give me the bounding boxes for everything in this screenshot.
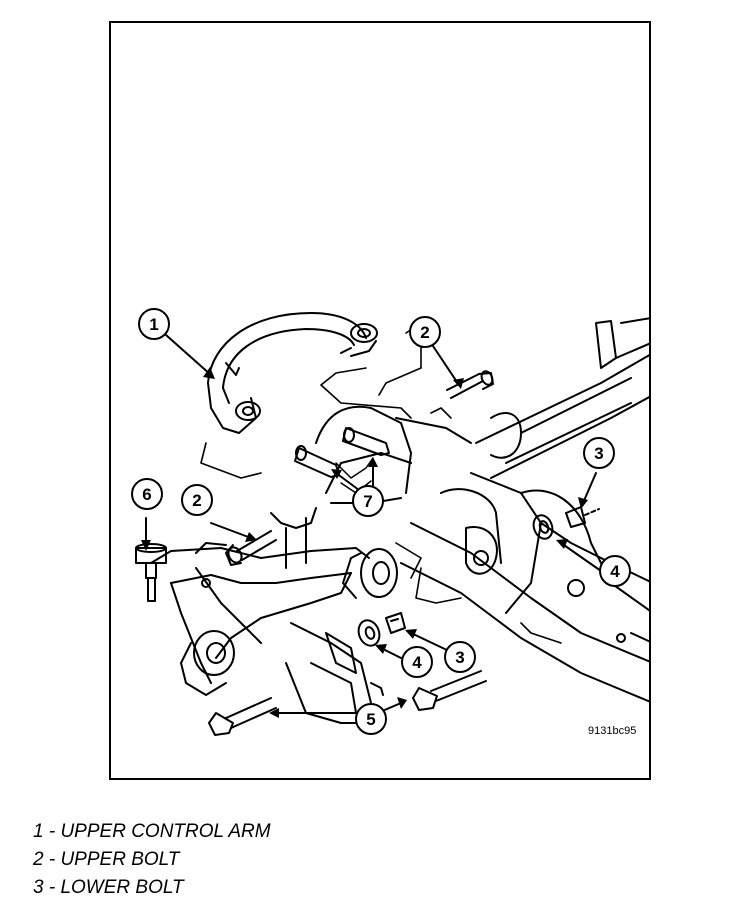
assembly-outline (200, 322, 562, 644)
upper-mount-bracket (270, 405, 472, 569)
right-lower-bolt (565, 506, 600, 528)
callout-5: 5 (355, 703, 387, 735)
callout-2-top: 2 (409, 316, 441, 348)
callout-7: 7 (352, 485, 384, 517)
svg-text:7: 7 (363, 492, 372, 511)
legend-item: 1 - UPPER CONTROL ARM (33, 821, 271, 842)
camber-bracket-left (294, 445, 340, 478)
upper-bolt-top (446, 370, 494, 399)
diagram-frame: 1 2 2 3 3 4 4 5 (109, 21, 651, 780)
lower-control-arm (150, 542, 398, 696)
svg-text:1: 1 (149, 315, 158, 334)
lower-cam-bolt (385, 612, 406, 634)
svg-text:3: 3 (455, 648, 464, 667)
callout-3-right: 3 (583, 437, 615, 469)
lower-cam-washer (357, 619, 381, 647)
svg-text:2: 2 (420, 323, 429, 342)
camber-bracket-right (342, 427, 390, 456)
svg-text:4: 4 (412, 653, 422, 672)
lower-bolt-right (412, 670, 487, 711)
callout-4-right: 4 (599, 555, 631, 587)
ball-joint (135, 543, 167, 602)
svg-text:3: 3 (594, 444, 603, 463)
callout-arrowheads (141, 367, 588, 718)
callout-6: 6 (131, 478, 163, 510)
svg-text:4: 4 (610, 562, 620, 581)
svg-text:5: 5 (366, 710, 375, 729)
upper-bolt-lower (225, 530, 277, 566)
callout-2-lower: 2 (181, 484, 213, 516)
svg-text:2: 2 (192, 491, 201, 510)
frame-rail (400, 317, 649, 703)
legend-item: 3 - LOWER BOLT (33, 877, 184, 898)
legend: 1 - UPPER CONTROL ARM 2 - UPPER BOLT 3 -… (33, 818, 271, 902)
callout-4-lower: 4 (401, 646, 433, 678)
legend-item: 2 - UPPER BOLT (33, 849, 180, 870)
illustration-code: 9131bc95 (588, 725, 637, 737)
callout-1: 1 (138, 308, 170, 340)
callout-3-lower: 3 (444, 641, 476, 673)
suspension-exploded-view: 1 2 2 3 3 4 4 5 (131, 308, 649, 736)
lower-bolt-left (208, 697, 277, 736)
upper-control-arm (207, 312, 378, 434)
svg-text:6: 6 (142, 485, 151, 504)
right-cam-washer (532, 514, 554, 540)
